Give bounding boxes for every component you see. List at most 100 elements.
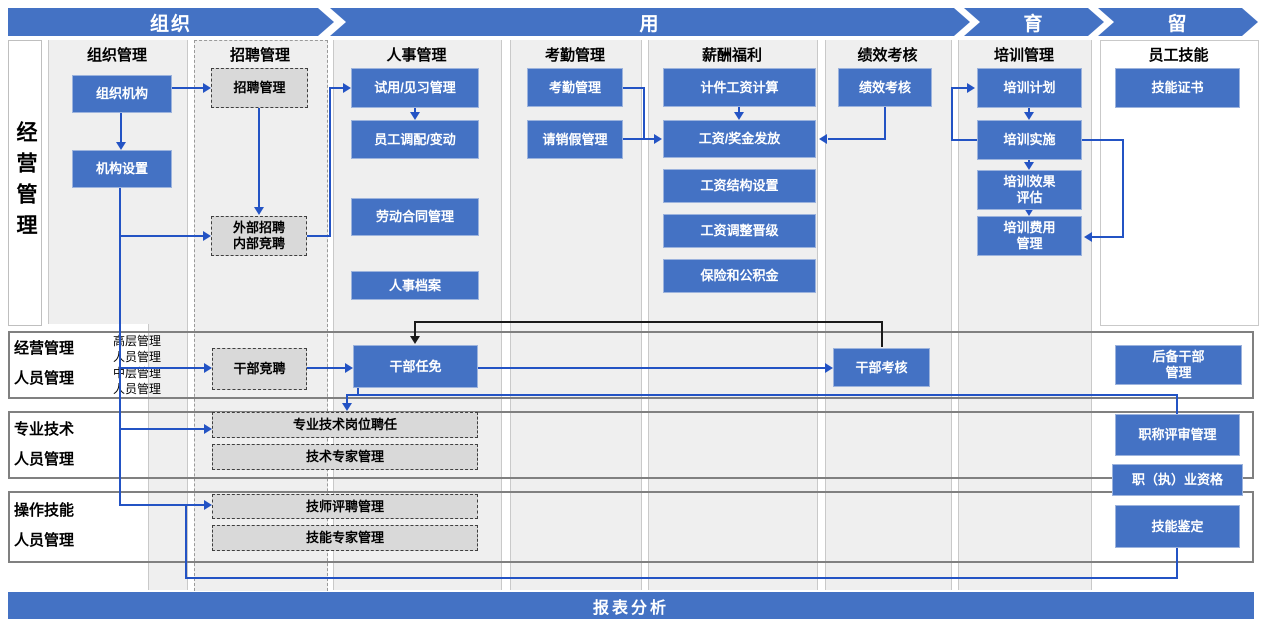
arrowhead	[734, 112, 744, 120]
node-reserve-cadre-management: 后备干部 管理	[1115, 345, 1242, 385]
left-panel-business-management: 经营管理	[8, 40, 42, 326]
node-training-cost-management: 培训费用 管理	[977, 216, 1082, 256]
column-header-attendance: 考勤管理	[544, 47, 605, 64]
node-technician-review-management: 技师评聘管理	[212, 494, 478, 519]
edge-trainplan-trainimpl	[1028, 108, 1030, 114]
node-wage-adjustment: 工资调整晋级	[663, 214, 816, 248]
arrowhead	[203, 83, 211, 93]
column-header-skills: 员工技能	[1148, 47, 1209, 64]
node-attendance-management: 考勤管理	[527, 68, 623, 107]
column-header-compensation: 薪酬福利	[701, 47, 762, 64]
arrowhead	[410, 112, 420, 120]
node-training-implementation: 培训实施	[977, 120, 1082, 160]
banner-retain-label: 留	[1167, 13, 1189, 35]
node-title-review-management: 职称评审管理	[1115, 414, 1240, 456]
node-leave-management: 请销假管理	[527, 120, 623, 159]
edge-appoint-assess	[478, 367, 826, 369]
node-professional-post-engagement: 专业技术岗位聘任	[212, 412, 478, 438]
edge-appoint-profpost	[346, 394, 348, 404]
arrowhead	[254, 207, 264, 215]
node-labor-contract: 劳动合同管理	[351, 198, 479, 236]
row-label-professional: 专业技术 人员管理	[14, 421, 75, 468]
arrowhead	[116, 142, 126, 150]
edge-leave-wagepay	[623, 138, 655, 140]
edge-trainimpl-trainplan-2	[951, 88, 953, 141]
arrowhead	[1024, 112, 1034, 120]
edge-appoint-stub	[357, 386, 359, 396]
node-training-effect-evaluation: 培训效果 评估	[977, 170, 1082, 210]
node-org-structure: 组织机构	[72, 75, 172, 113]
arrowhead	[825, 363, 833, 373]
node-insurance-fund: 保险和公积金	[663, 259, 816, 293]
edge-appoint-row-h	[346, 394, 1178, 396]
banner-organize-label: 组织	[149, 13, 192, 35]
edge-trunk-technician	[119, 504, 204, 506]
node-skill-expert-management: 技能专家管理	[212, 525, 478, 551]
arrowhead	[342, 403, 352, 411]
edge-assess-appoint-v2	[414, 321, 416, 337]
edge-trainimpl-traincost-2	[1122, 139, 1124, 237]
arrowhead	[654, 134, 662, 144]
node-training-plan: 培训计划	[977, 68, 1082, 108]
column-header-recruitment: 招聘管理	[229, 47, 290, 64]
column-header-personnel: 人事管理	[386, 47, 447, 64]
node-personnel-files: 人事档案	[351, 271, 479, 300]
row-sublabel-management-levels: 高层管理 人员管理 中层管理 人员管理	[113, 334, 162, 396]
node-skill-certificate: 技能证书	[1115, 68, 1240, 108]
node-external-internal-recruit: 外部招聘 内部竞聘	[211, 216, 307, 256]
edge-assess-appoint-h	[415, 321, 882, 323]
row-management-personnel	[8, 331, 1254, 399]
banner-develop: 育	[964, 8, 1104, 36]
node-org-setup: 机构设置	[72, 150, 172, 188]
node-cadre-appointment: 干部任免	[353, 345, 478, 388]
row-operation-skill-personnel	[8, 491, 1254, 563]
edge-orgstructure-recruit	[172, 87, 204, 89]
edge-external-probation-3	[329, 87, 345, 89]
edge-bottom-horizontal	[185, 577, 1178, 579]
banner-use-label: 用	[639, 13, 661, 35]
banner-use: 用	[330, 8, 970, 36]
node-cadre-competition: 干部竞聘	[212, 348, 307, 390]
column-panel-performance	[825, 40, 952, 590]
node-performance-assessment: 绩效考核	[838, 68, 932, 107]
edge-trunk-profpost	[119, 428, 204, 430]
edge-traineval-traincost-arrowhead	[1024, 208, 1034, 216]
node-recruit-management: 招聘管理	[211, 68, 308, 108]
arrowhead-black	[410, 336, 420, 344]
edge-orgstructure-orgsetup	[120, 113, 122, 143]
node-piece-wage-calc: 计件工资计算	[663, 68, 816, 107]
node-cadre-assessment: 干部考核	[833, 348, 930, 387]
edge-trunk-vertical	[119, 186, 121, 506]
footer-report-analysis: 报表分析	[8, 592, 1254, 619]
node-professional-qualification: 职（执）业资格	[1112, 464, 1243, 496]
edge-attendance-merge-2	[643, 87, 645, 139]
edge-trainimpl-trainplan-1	[951, 139, 977, 141]
edge-compete-appoint	[307, 367, 346, 369]
arrowhead	[1084, 232, 1092, 242]
edge-bottom-vertical	[185, 505, 187, 579]
node-technical-expert-management: 技术专家管理	[212, 444, 478, 470]
node-wage-bonus-payment: 工资/奖金发放	[663, 120, 816, 158]
edge-performance-wagepay-2	[828, 138, 886, 140]
edge-trunk-external	[119, 235, 203, 237]
arrowhead	[343, 83, 351, 93]
banner-retain: 留	[1098, 8, 1258, 36]
banner-organize: 组织	[8, 8, 334, 36]
edge-piecewage-wagepay	[738, 107, 740, 114]
node-skill-appraisal: 技能鉴定	[1115, 505, 1240, 548]
arrowhead	[967, 83, 975, 93]
arrowhead	[819, 134, 827, 144]
arrowhead	[204, 500, 212, 510]
arrowhead	[345, 363, 353, 373]
footer-label: 报表分析	[592, 599, 669, 617]
node-probation-management: 试用/见习管理	[351, 68, 479, 108]
arrowhead	[204, 363, 212, 373]
column-header-training: 培训管理	[993, 47, 1054, 64]
arrowhead	[1024, 162, 1034, 170]
edge-performance-wagepay-1	[884, 107, 886, 140]
edge-trainimpl-traincost-1	[1082, 139, 1124, 141]
column-header-organization: 组织管理	[86, 47, 147, 64]
left-panel-label: 经营管理	[14, 121, 37, 245]
edge-attendance-merge-1	[623, 87, 645, 89]
